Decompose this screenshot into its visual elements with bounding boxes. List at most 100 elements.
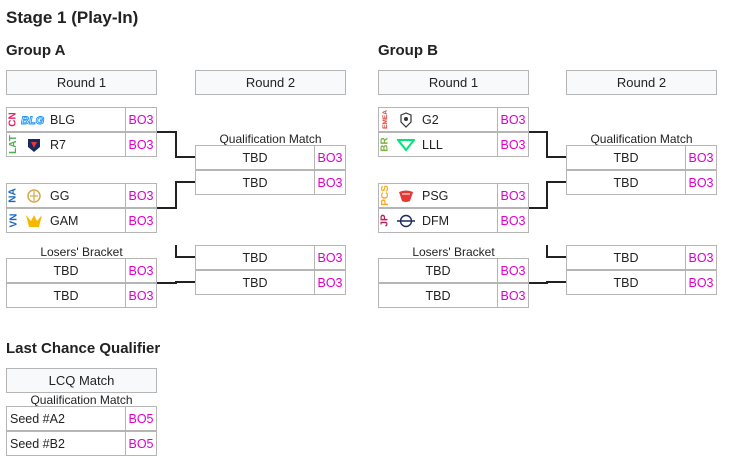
match-format: BO3 (125, 209, 156, 232)
gam-logo-icon (20, 209, 48, 232)
match-format: BO3 (125, 108, 156, 131)
match-format: BO3 (685, 171, 716, 194)
slot-name: TBD (242, 150, 268, 165)
match-format: BO3 (685, 271, 716, 294)
region-tag: BR (379, 133, 392, 156)
match-format: BO3 (314, 171, 345, 194)
match-format: BO3 (314, 271, 345, 294)
group-a-losers-r2-slot2[interactable]: TBD BO3 (195, 270, 346, 295)
group-a-match1-team1[interactable]: CN BLG BLG BO3 (6, 107, 157, 132)
group-b-qual-slot1[interactable]: TBD BO3 (566, 145, 717, 170)
connector-line (529, 131, 566, 158)
group-b-losers-r2-slot1[interactable]: TBD BO3 (566, 245, 717, 270)
stage-title: Stage 1 (Play-In) (6, 8, 139, 27)
psg-logo-icon (392, 184, 420, 207)
match-format: BO3 (685, 146, 716, 169)
group-a-qual-slot2[interactable]: TBD BO3 (195, 170, 346, 195)
group-a-losers-caption: Losers' Bracket (40, 245, 123, 259)
group-b-match2-team1[interactable]: PCS PSG BO3 (378, 183, 529, 208)
group-b-qual-caption: Qualification Match (590, 132, 693, 146)
group-b-losers-r1-slot2[interactable]: TBD BO3 (378, 283, 529, 308)
region-label: JP (379, 214, 391, 227)
connector-line (157, 281, 195, 284)
region-tag: JP (379, 209, 392, 232)
team-name: DFM (422, 213, 450, 228)
team-name: PSG (422, 188, 449, 203)
match-format: BO3 (497, 284, 528, 307)
group-a-qual-slot1[interactable]: TBD BO3 (195, 145, 346, 170)
slot-name: TBD (613, 250, 639, 265)
match-format: BO3 (314, 146, 345, 169)
dfm-logo-icon (392, 209, 420, 232)
team-name: G2 (422, 112, 439, 127)
team-name: LLL (422, 137, 443, 152)
connector-line (175, 245, 195, 258)
slot-name: TBD (53, 263, 79, 278)
group-b-qual-slot2[interactable]: TBD BO3 (566, 170, 717, 195)
slot-name: TBD (53, 288, 79, 303)
group-b-losers-r1-slot1[interactable]: TBD BO3 (378, 258, 529, 283)
slot-name: TBD (425, 263, 451, 278)
svg-text:BLG: BLG (21, 115, 45, 127)
group-a-match1-team2[interactable]: LAT R7 BO3 (6, 132, 157, 157)
connector-line (529, 281, 566, 284)
group-a-title: Group A (6, 42, 66, 59)
group-b-match1-team2[interactable]: BR LLL BO3 (378, 132, 529, 157)
match-format: BO3 (497, 209, 528, 232)
region-label: VN (8, 213, 19, 228)
slot-name: TBD (613, 150, 639, 165)
lll-logo-icon (392, 133, 420, 156)
group-b-round1-header: Round 1 (378, 70, 529, 95)
match-format: BO5 (125, 432, 156, 455)
group-a-round2-header: Round 2 (195, 70, 346, 95)
group-b-title: Group B (378, 42, 438, 59)
blg-logo-icon: BLG (20, 108, 48, 131)
region-label: BR (380, 137, 392, 152)
slot-name: TBD (613, 175, 639, 190)
lcq-slot2[interactable]: Seed #B2 BO5 (6, 431, 157, 456)
team-name: GAM (50, 213, 79, 228)
connector-line (157, 131, 195, 158)
group-a-match2-team2[interactable]: VN GAM BO3 (6, 208, 157, 233)
slot-name: TBD (425, 288, 451, 303)
group-a-losers-r2-slot1[interactable]: TBD BO3 (195, 245, 346, 270)
region-tag: VN (7, 209, 20, 232)
match-format: BO3 (497, 133, 528, 156)
lcq-caption: Qualification Match (30, 393, 133, 407)
lcq-header: LCQ Match (6, 368, 157, 393)
region-label: PCS (380, 185, 391, 206)
connector-line (157, 181, 195, 209)
group-a-qual-caption: Qualification Match (219, 132, 322, 146)
group-b-losers-caption: Losers' Bracket (412, 245, 495, 259)
region-tag: PCS (379, 184, 392, 207)
region-label: LAT (8, 135, 20, 154)
slot-name: TBD (242, 250, 268, 265)
region-tag: NA (7, 184, 20, 207)
slot-name: Seed #B2 (10, 436, 65, 451)
region-label: CN (8, 112, 20, 127)
group-b-losers-r2-slot2[interactable]: TBD BO3 (566, 270, 717, 295)
team-name: GG (50, 188, 70, 203)
lcq-slot1[interactable]: Seed #A2 BO5 (6, 406, 157, 431)
slot-name: TBD (613, 275, 639, 290)
team-name: R7 (50, 137, 66, 152)
match-format: BO3 (685, 246, 716, 269)
region-tag: LAT (7, 133, 20, 156)
group-b-match1-team1[interactable]: EMEA G2 BO3 (378, 107, 529, 132)
region-label: EMEA (382, 110, 389, 129)
slot-name: TBD (242, 175, 268, 190)
region-tag: EMEA (379, 108, 392, 131)
group-a-losers-r1-slot2[interactable]: TBD BO3 (6, 283, 157, 308)
match-format: BO3 (314, 246, 345, 269)
group-a-losers-r1-slot1[interactable]: TBD BO3 (6, 258, 157, 283)
connector-line (529, 181, 566, 209)
match-format: BO5 (125, 407, 156, 430)
g2-logo-icon (392, 108, 420, 131)
region-tag: CN (7, 108, 20, 131)
slot-name: Seed #A2 (10, 411, 65, 426)
match-format: BO3 (125, 133, 156, 156)
match-format: BO3 (497, 108, 528, 131)
group-a-match2-team1[interactable]: NA GG BO3 (6, 183, 157, 208)
group-b-match2-team2[interactable]: JP DFM BO3 (378, 208, 529, 233)
group-a-round1-header: Round 1 (6, 70, 157, 95)
